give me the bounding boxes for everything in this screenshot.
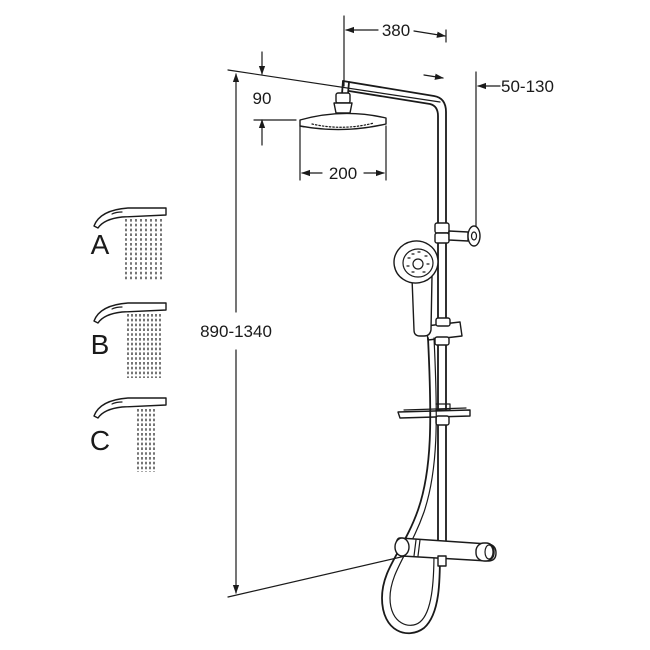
spray-mode-a-label: A	[91, 229, 110, 260]
spray-mode-c-label: C	[90, 425, 110, 456]
soap-shelf	[397, 403, 471, 426]
dimension-wall-offset: 50-130	[423, 71, 554, 229]
head-diameter-label: 200	[329, 164, 357, 183]
spray-mode-c: C	[90, 397, 167, 472]
dimension-head-diameter: 200	[299, 125, 387, 183]
height-range-label: 890-1340	[200, 322, 272, 341]
arm-reach-label: 380	[382, 21, 410, 40]
wall-offset-label: 50-130	[501, 77, 554, 96]
spray-mode-a-pattern	[125, 219, 162, 280]
spray-mode-b-pattern	[127, 314, 161, 378]
thermostatic-mixer	[394, 537, 497, 567]
spray-mode-b-label: B	[91, 329, 110, 360]
overhead-shower	[299, 80, 447, 239]
dimension-head-offset: 90	[253, 51, 297, 146]
dimension-height-range: 890-1340	[200, 69, 441, 598]
spray-mode-a: A	[91, 207, 167, 280]
shower-hose	[381, 337, 441, 635]
dimension-arm-reach: 380	[343, 15, 447, 87]
head-offset-label: 90	[253, 89, 272, 108]
riser-rail	[434, 222, 481, 541]
spray-mode-b: B	[91, 302, 167, 378]
hand-shower	[393, 240, 463, 346]
spray-mode-c-pattern	[137, 409, 155, 472]
